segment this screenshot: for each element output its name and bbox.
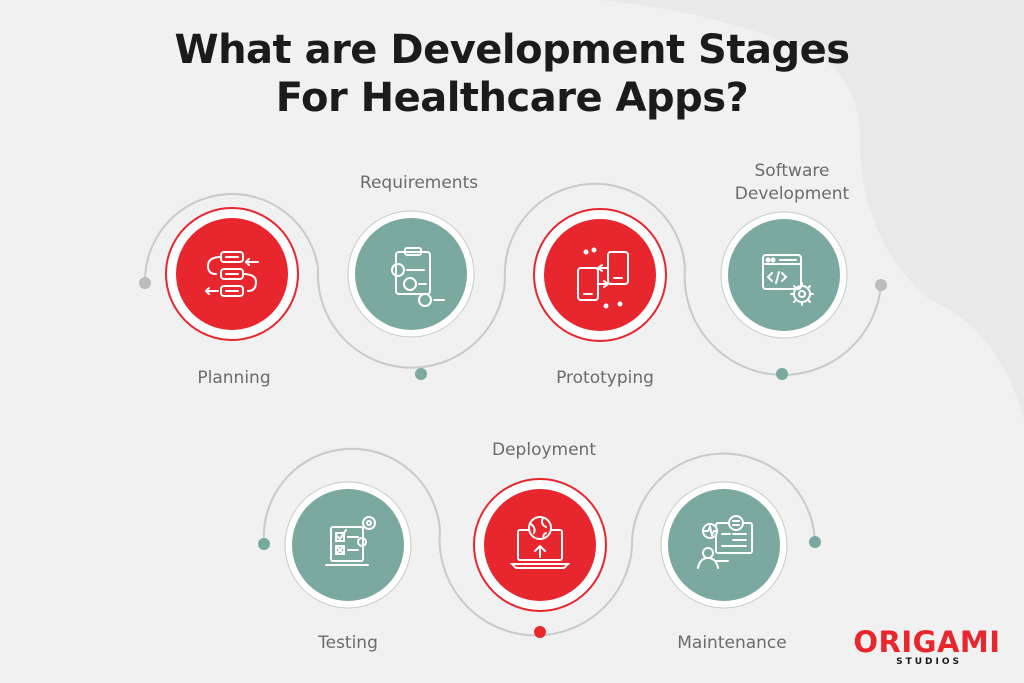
top-connector-path: [143, 182, 882, 376]
connector-dot: [415, 368, 427, 380]
connector-dot: [139, 277, 151, 289]
stage-label-deployment: Deployment: [492, 440, 596, 460]
background-decoration: [600, 0, 1024, 420]
laptop-globe-upload-icon: [509, 516, 571, 569]
stage-requirements: [347, 210, 475, 338]
title-line-2: For Healthcare Apps?: [275, 75, 749, 121]
checklist-clipboard-icon: [391, 247, 445, 307]
bottom-connector-path: [262, 447, 816, 637]
connector-dot: [776, 368, 788, 380]
stage-label-software-line2: Development: [734, 184, 850, 204]
connector-dot: [534, 626, 546, 638]
stage-label-software-development: Software Development: [682, 160, 902, 206]
logo-main-text: ORIGAMI: [853, 625, 1001, 659]
page-title: What are Development Stages For Healthca…: [0, 26, 1024, 122]
connector-dot: [258, 538, 270, 550]
stage-label-planning: Planning: [197, 368, 271, 388]
planning-flow-icon: [204, 251, 259, 297]
code-window-gear-icon: [762, 254, 814, 306]
stage-deployment: [473, 478, 607, 612]
title-line-1: What are Development Stages: [174, 27, 850, 73]
stage-prototyping: [533, 208, 667, 342]
stage-label-requirements: Requirements: [359, 173, 479, 193]
mobile-prototype-icon: [577, 247, 629, 309]
origami-studios-logo: ORIGAMI STUDIOS: [852, 627, 1002, 667]
stage-label-testing: Testing: [318, 633, 378, 653]
stage-label-prototyping: Prototyping: [556, 368, 654, 388]
stage-label-maintenance: Maintenance: [677, 633, 787, 653]
support-dashboard-icon: [697, 515, 753, 569]
stage-label-software-line1: Software: [754, 161, 830, 181]
stage-testing: [284, 481, 412, 609]
stage-planning: [165, 207, 299, 341]
test-checklist-icon: [325, 516, 376, 566]
connector-dot: [875, 279, 887, 291]
stage-software-development: [720, 211, 848, 339]
connector-dot: [809, 536, 821, 548]
logo-sub-text: STUDIOS: [896, 657, 962, 667]
stage-maintenance: [660, 481, 788, 609]
